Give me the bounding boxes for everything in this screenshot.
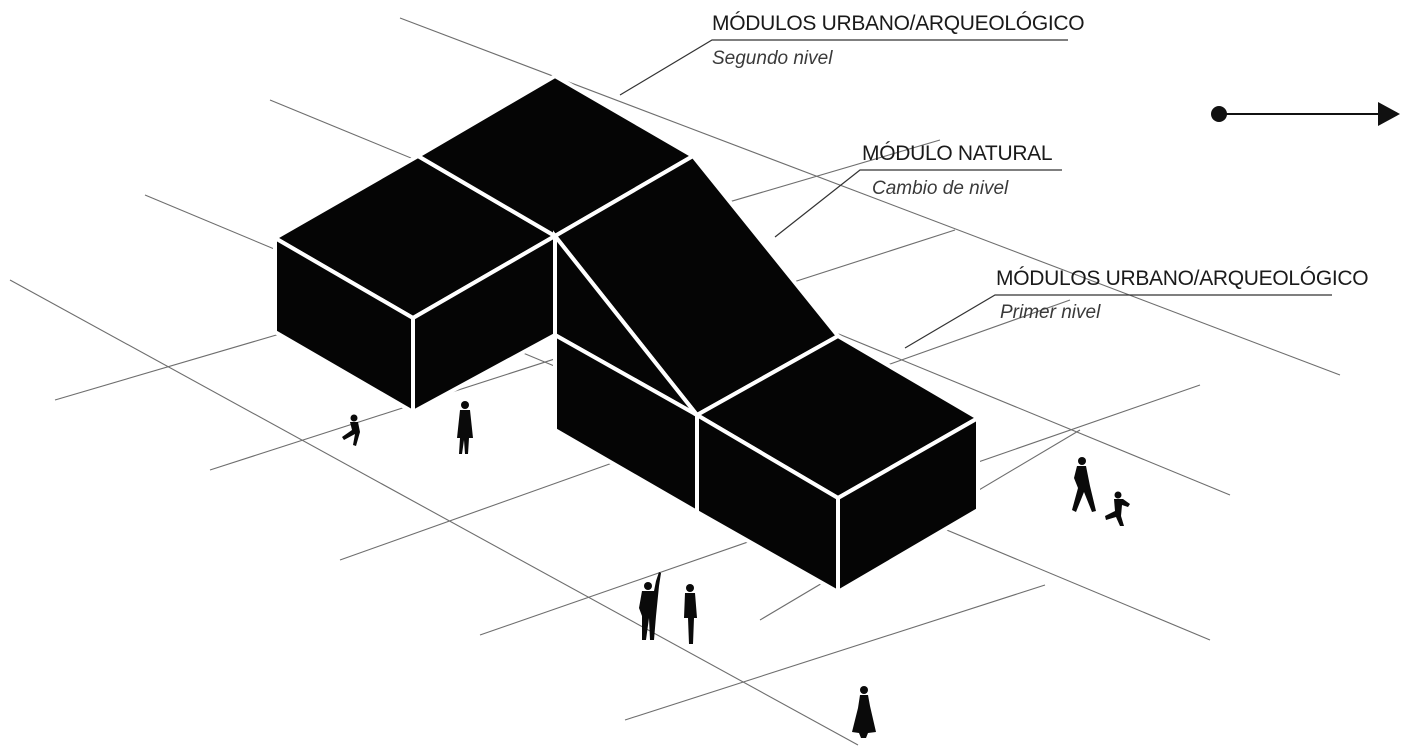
- leader-upper: [619, 39, 1068, 96]
- label-lower-title: MÓDULOS URBANO/ARQUEOLÓGICO: [996, 267, 1368, 290]
- modules: [270, 73, 982, 596]
- leader-natural: [774, 169, 1062, 238]
- lower-front-module-right-face: [836, 414, 980, 596]
- standing-person-2-icon: [684, 584, 697, 644]
- label-natural: MÓDULO NATURAL Cambio de nivel: [862, 142, 1053, 199]
- child-playing-icon: [342, 414, 360, 446]
- label-upper-subtitle: Segundo nivel: [712, 48, 833, 69]
- arrow-right-icon: [1211, 102, 1400, 126]
- label-upper-title: MÓDULOS URBANO/ARQUEOLÓGICO: [712, 12, 1084, 35]
- label-natural-subtitle: Cambio de nivel: [872, 178, 1009, 199]
- leader-lines: [619, 39, 1332, 349]
- child-kicking-icon: [1105, 491, 1130, 526]
- label-lower-subtitle: Primer nivel: [1000, 302, 1101, 323]
- robed-person-icon: [852, 686, 876, 738]
- label-upper: MÓDULOS URBANO/ARQUEOLÓGICO Segundo nive…: [712, 12, 1085, 69]
- walking-person-icon: [1072, 457, 1096, 512]
- people-silhouettes: [342, 401, 1130, 738]
- waving-person-icon: [639, 572, 661, 640]
- label-natural-title: MÓDULO NATURAL: [862, 142, 1052, 165]
- standing-person-icon: [457, 401, 473, 454]
- label-lower: MÓDULOS URBANO/ARQUEOLÓGICO Primer nivel: [996, 267, 1369, 323]
- leader-lower: [904, 294, 1332, 349]
